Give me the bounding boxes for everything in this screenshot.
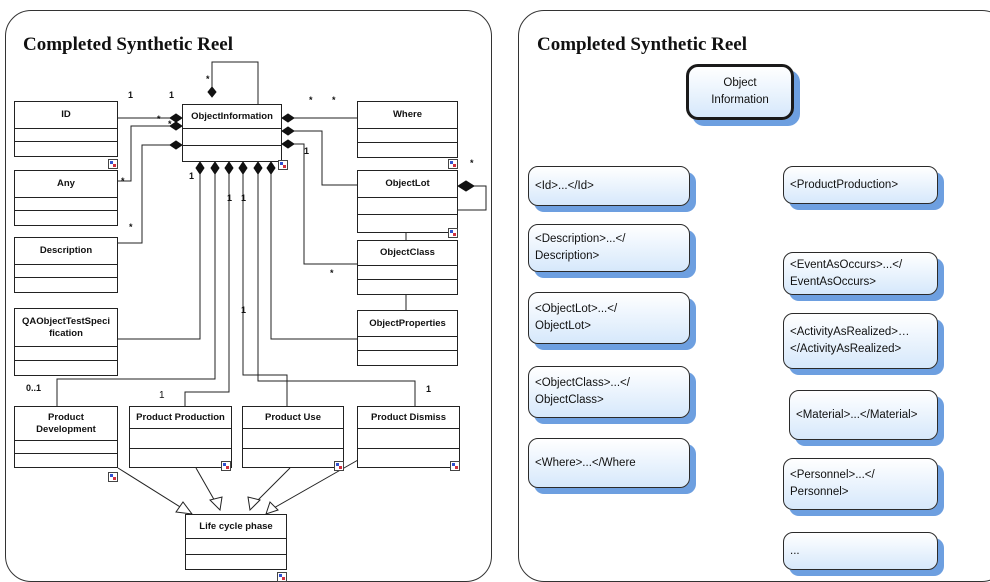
multiplicity-label: 1 bbox=[304, 146, 310, 156]
class-product-use: Product Use bbox=[242, 406, 344, 468]
tree-node-event-as-occurs: <EventAsOccurs>...</ EventAsOccurs> bbox=[783, 252, 938, 295]
multiplicity-label: * bbox=[168, 119, 172, 129]
class-object-information: ObjectInformation bbox=[182, 104, 282, 162]
multiplicity-label: * bbox=[309, 95, 313, 105]
uml-panel-title: Completed Synthetic Reel bbox=[23, 34, 234, 55]
class-where: Where bbox=[357, 101, 458, 158]
multiplicity-label: * bbox=[129, 222, 133, 232]
tree-node-activity-as-realized: <ActivityAsRealized>… </ActivityAsRealiz… bbox=[783, 313, 938, 369]
class-qa-object-test-specification: QAObjectTestSpeci fication bbox=[14, 308, 118, 376]
tree-node-object-lot: <ObjectLot>...</ ObjectLot> bbox=[528, 292, 690, 344]
multiplicity-label: 1 bbox=[159, 390, 165, 401]
class-tag-icon bbox=[108, 472, 118, 482]
tree-node-description: <Description>...</ Description> bbox=[528, 224, 690, 272]
tree-panel-title: Completed Synthetic Reel bbox=[537, 34, 748, 55]
class-any: Any bbox=[14, 170, 118, 226]
tree-node-object-information: Object Information bbox=[686, 64, 794, 120]
class-description: Description bbox=[14, 237, 118, 293]
tree-node-product-production: <ProductProduction> bbox=[783, 166, 938, 204]
tree-node-where: <Where>...</Where bbox=[528, 438, 690, 488]
multiplicity-label: 1 bbox=[128, 90, 134, 100]
class-tag-icon bbox=[108, 159, 118, 169]
class-object-lot: ObjectLot bbox=[357, 170, 458, 233]
multiplicity-label: 1 bbox=[189, 171, 195, 181]
multiplicity-label: 1 bbox=[241, 305, 247, 315]
class-id: ID bbox=[14, 101, 118, 157]
tree-node-personnel: <Personnel>...</ Personnel> bbox=[783, 458, 938, 510]
class-object-class: ObjectClass bbox=[357, 240, 458, 295]
class-object-properties: ObjectProperties bbox=[357, 310, 458, 366]
class-tag-icon bbox=[450, 461, 460, 471]
class-tag-icon bbox=[448, 228, 458, 238]
multiplicity-label: 1 bbox=[241, 193, 247, 203]
multiplicity-label: * bbox=[330, 268, 334, 278]
class-life-cycle-phase: Life cycle phase bbox=[185, 514, 287, 570]
class-tag-icon bbox=[278, 160, 288, 170]
multiplicity-label: * bbox=[332, 95, 336, 105]
multiplicity-label: * bbox=[157, 114, 161, 124]
class-product-dismiss: Product Dismiss bbox=[357, 406, 460, 468]
tree-node-ellipsis: ... bbox=[783, 532, 938, 570]
tree-node-object-class: <ObjectClass>...</ ObjectClass> bbox=[528, 366, 690, 418]
class-product-development: Product Development bbox=[14, 406, 118, 468]
class-tag-icon bbox=[221, 461, 231, 471]
multiplicity-label: 1 bbox=[227, 193, 233, 203]
multiplicity-label: 0..1 bbox=[26, 383, 42, 393]
multiplicity-label: * bbox=[121, 176, 125, 186]
multiplicity-label: 1 bbox=[426, 384, 432, 394]
class-tag-icon bbox=[334, 461, 344, 471]
tree-node-id: <Id>...</Id> bbox=[528, 166, 690, 206]
multiplicity-label: * bbox=[206, 74, 210, 84]
tree-node-material: <Material>...</Material> bbox=[789, 390, 938, 440]
multiplicity-label: 1 bbox=[169, 90, 175, 100]
multiplicity-label: * bbox=[470, 158, 474, 168]
class-product-production: Product Production bbox=[129, 406, 232, 468]
class-tag-icon bbox=[448, 159, 458, 169]
